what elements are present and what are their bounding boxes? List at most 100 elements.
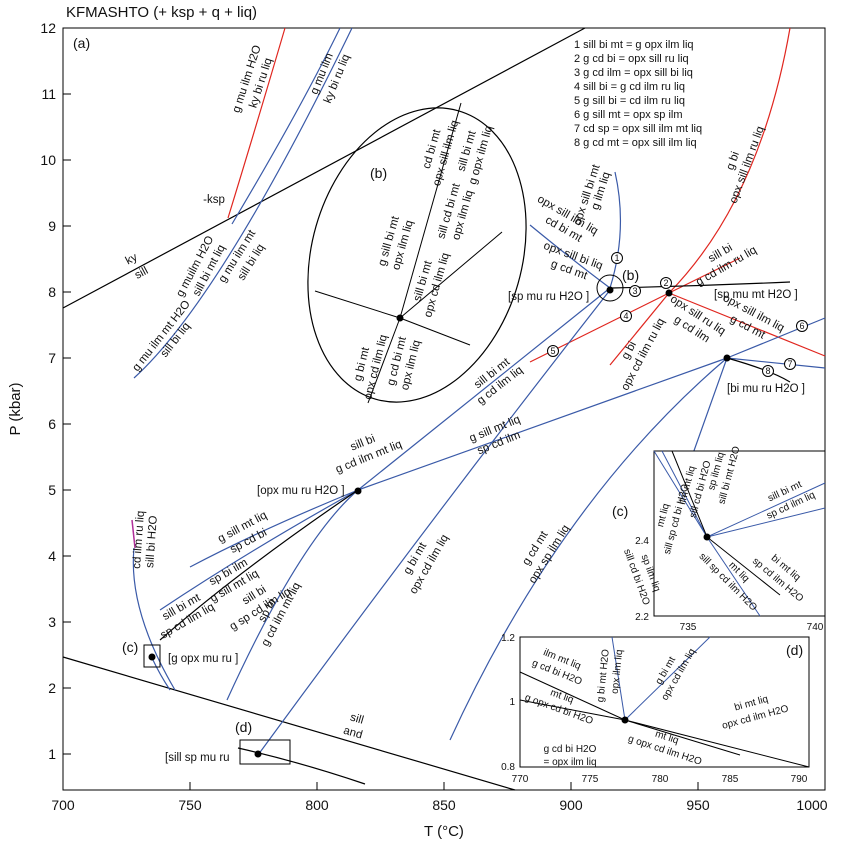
reaction-key: 1 sill bi mt = g opx ilm liq 2 g cd bi =… — [574, 39, 702, 149]
inset-d-x-tick: 780 — [652, 774, 669, 785]
inset-d-line — [611, 636, 626, 721]
line-label: sill — [133, 265, 150, 282]
line-label: -ksp — [203, 194, 225, 206]
inset-d-x-tick: 790 — [791, 774, 808, 785]
reaction-number-2: 2 — [660, 277, 672, 289]
inset-d-x-tick: 770 — [512, 774, 529, 785]
blue-reaction-line — [726, 357, 826, 369]
inset-d-frame — [519, 636, 810, 768]
reaction-key-item: 8 g cd mt = opx sill ilm liq — [574, 137, 697, 149]
diagram-title: KFMASHTO (+ ksp + q + liq) — [66, 4, 257, 21]
y-tick-label: 3 — [48, 614, 56, 630]
inset-b-line — [399, 231, 503, 319]
x-ticks — [62, 782, 826, 790]
reaction-key-item: 4 sill bi = g cd ilm ru liq — [574, 81, 685, 93]
blue-reaction-line — [726, 317, 826, 359]
inset-d-x-tick: 775 — [582, 774, 599, 785]
inset-d-y-tick: 1.2 — [501, 633, 515, 644]
red-reaction-line — [609, 292, 670, 366]
reaction-key-item: 5 g sill bi = cd ilm ru liq — [574, 95, 685, 107]
panel-label-c-marker: (c) — [122, 639, 138, 655]
panel-label-a: (a) — [73, 35, 90, 51]
inset-label: opx ilm liq — [610, 649, 626, 694]
svg-text:2: 2 — [663, 278, 668, 288]
blue-reaction-line — [449, 357, 728, 741]
magenta-reaction-line — [131, 519, 136, 549]
blue-reaction-line — [132, 547, 176, 691]
blue-reaction-line — [529, 224, 611, 289]
inset-c-frame — [653, 450, 826, 617]
blue-reaction-line — [357, 287, 611, 491]
x-tick-label: 700 — [51, 797, 75, 813]
black-reaction-line — [159, 489, 359, 641]
svg-text:6: 6 — [799, 321, 804, 331]
reaction-key-item: 3 g cd ilm = opx sill bi liq — [574, 67, 693, 79]
inset-b-invariant-point — [396, 314, 404, 322]
y-tick-label: 4 — [48, 548, 56, 564]
invariant-points — [148, 286, 731, 758]
line-label: g bi — [724, 150, 742, 172]
y-tick-label: 9 — [48, 218, 56, 234]
inset-label: = opx ilm liq — [543, 757, 596, 768]
invariant-labels: [sp mu ru H2O ] [sp mu mt H2O ] [bi mu r… — [165, 289, 805, 764]
inset-c-x-tick: 740 — [807, 622, 824, 633]
red-reaction-line — [668, 27, 791, 294]
inset-c: (c) 735 740 2.4 2.2 sp ilm liq sill bi m… — [612, 445, 826, 633]
inset-c-invariant-point — [703, 533, 711, 541]
x-tick-label: 1000 — [796, 797, 827, 813]
line-label: cd ilm ru liq — [131, 510, 147, 569]
blue-reaction-line — [133, 27, 353, 379]
inset-d-y-tick: 0.8 — [501, 762, 515, 773]
blue-reaction-line — [609, 171, 622, 289]
invariant-label: [opx mu ru H2O ] — [257, 485, 345, 497]
sill-and-line — [62, 656, 516, 791]
inset-c-y-tick: 2.4 — [635, 536, 649, 547]
point-b-highlight — [596, 274, 624, 302]
red-reaction-line — [227, 27, 286, 219]
panel-label-c: (c) — [612, 503, 628, 519]
inset-d-x-tick: 785 — [722, 774, 739, 785]
y-tick-label: 5 — [48, 482, 56, 498]
y-tick-label: 1 — [48, 746, 56, 762]
blue-reaction-line — [159, 489, 359, 611]
y-axis-label: P (kbar) — [7, 382, 24, 435]
svg-text:1: 1 — [614, 253, 619, 263]
svg-text:7: 7 — [787, 359, 792, 369]
invariant-label: [sp mu ru H2O ] — [508, 291, 589, 303]
x-tick-label: 750 — [178, 797, 202, 813]
y-ticks — [63, 27, 71, 755]
inset-b-line — [314, 290, 401, 319]
y-tick-label: 12 — [40, 20, 56, 36]
inset-b-line — [367, 317, 401, 404]
y-tick-label: 6 — [48, 416, 56, 432]
y-tick-label: 11 — [41, 86, 56, 102]
inset-c-x-tick: 735 — [680, 622, 697, 633]
inset-d-marker-box — [239, 739, 291, 765]
reaction-numbers: 1 2 3 4 5 6 7 8 — [547, 252, 808, 377]
invariant-point — [254, 750, 262, 758]
invariant-label: [sill sp mu ru — [165, 752, 230, 764]
reaction-number-6: 6 — [796, 320, 808, 332]
invariant-label: [sp mu mt H2O ] — [714, 289, 798, 301]
inset-b-line — [399, 317, 471, 346]
red-reactions — [227, 27, 826, 366]
inset-b: (b) — [307, 102, 527, 404]
reaction-number-4: 4 — [620, 310, 632, 322]
reaction-number-8: 8 — [762, 365, 774, 377]
reaction-number-7: 7 — [784, 358, 796, 370]
inset-d-y-tick: 1 — [509, 697, 515, 708]
blue-reaction-line — [357, 357, 728, 491]
line-label: ky — [124, 251, 140, 267]
reaction-key-item: 7 cd sp = opx sill ilm mt liq — [574, 123, 702, 135]
invariant-label: [g opx mu ru ] — [168, 653, 238, 665]
invariant-point — [606, 286, 614, 294]
black-boundaries — [62, 27, 586, 791]
ky-sill-line — [62, 27, 586, 309]
x-tick-labels: 700 750 800 850 900 950 1000 — [51, 797, 827, 813]
panel-label-b-main: (b) — [622, 267, 639, 283]
inset-d-line — [624, 636, 711, 721]
inset-b-line — [399, 102, 462, 319]
y-tick-labels: 12 11 10 9 8 7 6 5 4 3 2 1 — [40, 20, 56, 762]
invariant-point — [354, 487, 362, 495]
